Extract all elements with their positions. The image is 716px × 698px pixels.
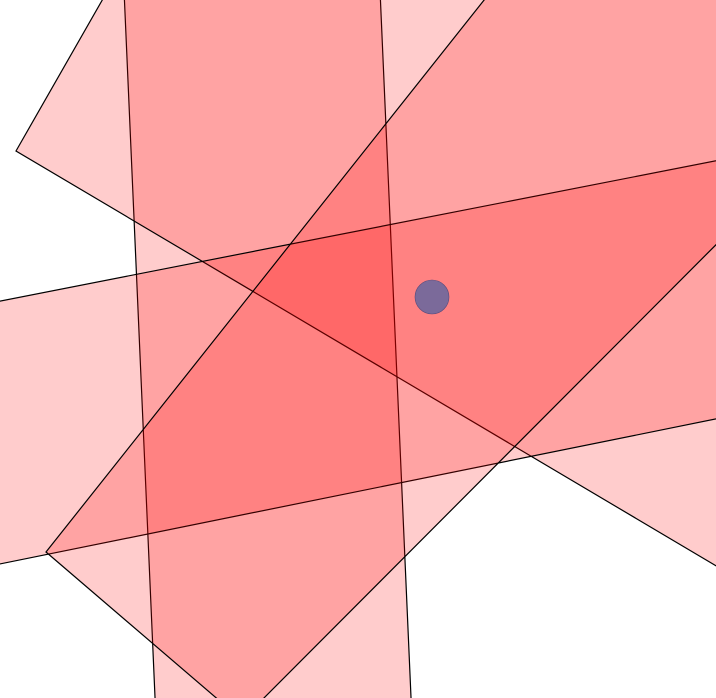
rising-diagonal-band[interactable] [45,0,716,698]
vertical-band[interactable] [123,0,412,698]
player-marker[interactable] [414,279,450,315]
descending-diagonal-band[interactable] [15,0,716,580]
rising-horizontal-band[interactable] [0,158,716,568]
